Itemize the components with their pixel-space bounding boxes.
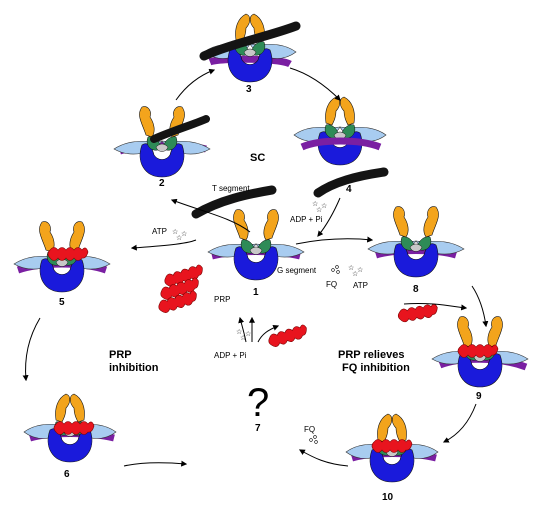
enzyme-state-4 — [293, 96, 387, 166]
atp-mid-label: ATP — [353, 281, 368, 290]
enzyme-state-10 — [345, 413, 439, 483]
state-1-label: 1 — [253, 287, 259, 298]
adp-pi-mid-label: ADP + Pi — [214, 351, 247, 360]
question-mark: ? — [247, 381, 269, 425]
state-10-label: 10 — [382, 492, 394, 503]
enzyme-state-2 — [113, 106, 211, 178]
sc-label: SC — [250, 152, 265, 164]
fq-mid-label: FQ — [326, 280, 337, 289]
enzyme-state-1 — [207, 209, 305, 281]
prp-inhibition-line-2: inhibition — [109, 362, 159, 374]
atp-stars-top — [312, 200, 328, 214]
state-3-label: 3 — [246, 84, 252, 95]
enzyme-state-9 — [431, 316, 529, 388]
state-4-label: 4 — [346, 184, 352, 195]
prp-relieves-line-2: FQ inhibition — [342, 362, 410, 374]
enzyme-state-5 — [13, 221, 111, 293]
atp-stars-mid — [348, 264, 364, 278]
t-segment-free-left — [191, 185, 277, 219]
enzyme-state-8 — [367, 206, 465, 278]
enzyme-state-6 — [23, 393, 117, 463]
atp-left-label: ATP — [152, 227, 167, 236]
atp-stars-left — [172, 228, 188, 242]
enzyme-state-3 — [199, 13, 301, 83]
state-8-label: 8 — [413, 284, 419, 295]
state-5-label: 5 — [59, 297, 65, 308]
state-9-label: 9 — [476, 391, 482, 402]
t-segment-label: T segment — [212, 184, 250, 193]
cycle-arrows — [22, 67, 489, 467]
fq-circles-mid — [331, 265, 340, 274]
state-6-label: 6 — [64, 469, 70, 480]
g-segment-label: G segment — [277, 266, 317, 275]
prp-relieves-line-1: PRP relieves — [338, 349, 404, 361]
prp-inhibition-line-1: PRP — [109, 349, 132, 361]
fq-bottom-label: FQ — [304, 425, 315, 434]
prp-free-center — [266, 323, 310, 349]
adp-pi-top-label: ADP + Pi — [290, 215, 323, 224]
prp-free-stack — [156, 263, 206, 315]
t-segment-free-right — [313, 167, 389, 198]
fq-circles-bottom — [309, 435, 318, 444]
state-2-label: 2 — [159, 178, 165, 189]
state-7-label: 7 — [255, 423, 261, 434]
prp-left-label: PRP — [214, 295, 230, 304]
prp-free-right — [396, 302, 440, 324]
